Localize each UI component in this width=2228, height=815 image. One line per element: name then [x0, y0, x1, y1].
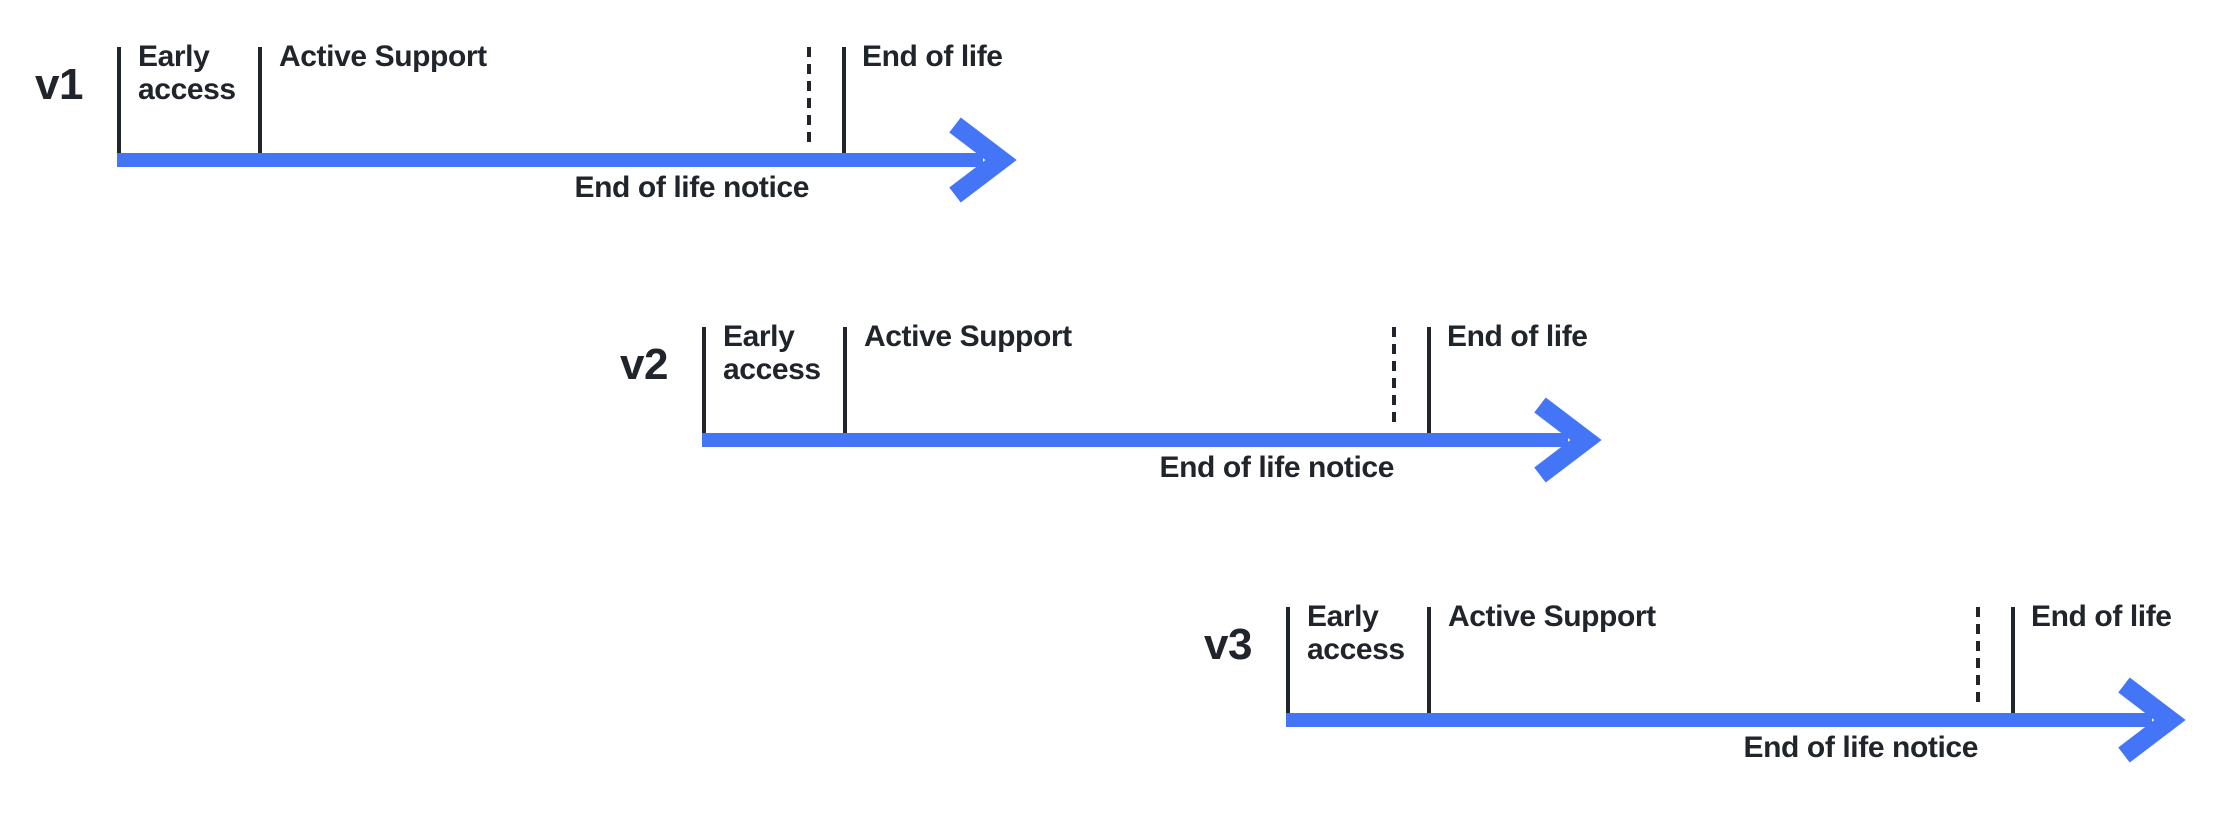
phase-label-early-access: Early access [138, 40, 236, 106]
phase-label-early-access: Early access [723, 320, 821, 386]
phase-label-end-of-life: End of life [1447, 320, 1588, 353]
phase-label-active-support: Active Support [279, 40, 487, 73]
arrow-head-icon [2118, 677, 2186, 763]
version-label: v3 [1204, 620, 1252, 669]
end-of-life-notice-label: End of life notice [1159, 451, 1395, 484]
version-label: v1 [35, 60, 83, 109]
phase-label-early-access: Early access [1307, 600, 1405, 666]
end-of-life-notice-label: End of life notice [1743, 731, 1979, 764]
timeline-arrow-graphic [702, 327, 1602, 483]
phase-label-end-of-life: End of life [862, 40, 1003, 73]
timeline-arrow-graphic [1286, 607, 2186, 763]
timeline-row-v2: v2 Early access Active Support End of li… [620, 320, 1662, 535]
timeline-row-v3: v3 Early access Active Support End of li… [1204, 600, 2228, 815]
timeline-row-v1: v1 Early access Active Support End of li… [35, 40, 1077, 255]
timeline-arrow-graphic [117, 47, 1017, 203]
end-of-life-notice-label: End of life notice [574, 171, 810, 204]
arrow-head-icon [949, 117, 1017, 203]
phase-label-active-support: Active Support [1448, 600, 1656, 633]
version-label: v2 [620, 340, 668, 389]
phase-label-active-support: Active Support [864, 320, 1072, 353]
phase-label-end-of-life: End of life [2031, 600, 2172, 633]
arrow-head-icon [1534, 397, 1602, 483]
